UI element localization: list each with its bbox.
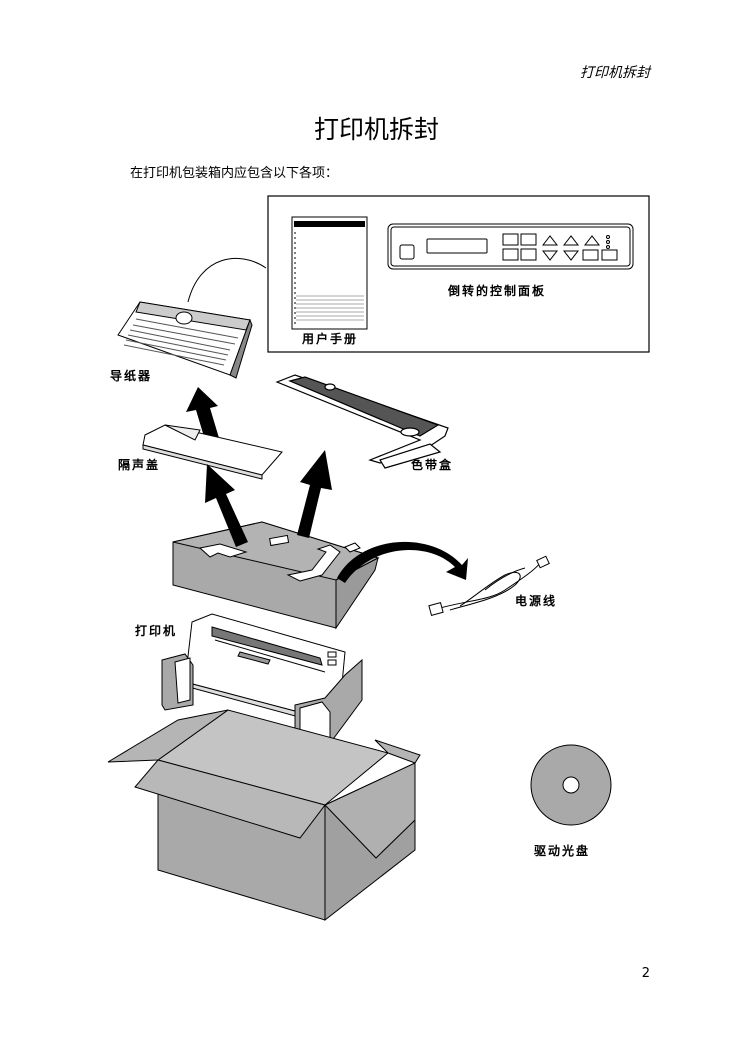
callout-curve xyxy=(187,257,267,303)
paper-guide-label: 导纸器 xyxy=(110,369,153,383)
arrow-to-noise-cover xyxy=(205,464,248,547)
packing-insert-illustration xyxy=(172,521,380,630)
control-panel-label: 倒转的控制面板 xyxy=(448,284,547,298)
power-cord-illustration xyxy=(428,555,550,616)
intro-text: 在打印机包装箱内应包含以下各项： xyxy=(130,166,339,181)
noise-cover-illustration xyxy=(142,424,283,480)
page-number: 2 xyxy=(641,966,650,981)
paper-guide-illustration xyxy=(117,301,253,379)
arrow-to-ribbon xyxy=(297,450,332,538)
power-cord-label: 电源线 xyxy=(515,594,558,608)
control-panel-illustration xyxy=(387,223,634,270)
ribbon-cassette-label: 色带盒 xyxy=(411,458,454,472)
user-manual-label: 用户手册 xyxy=(302,332,359,346)
driver-disc-label: 驱动光盘 xyxy=(534,844,591,858)
ribbon-cassette-illustration xyxy=(275,374,449,469)
printer-label: 打印机 xyxy=(135,624,178,638)
arrow-to-power-cord xyxy=(337,541,468,583)
page-title: 打印机拆封 xyxy=(313,115,439,144)
running-header: 打印机拆封 xyxy=(580,65,650,81)
arrow-to-paper-guide xyxy=(186,387,219,440)
carton-box-illustration xyxy=(107,709,421,922)
user-manual-illustration xyxy=(291,216,368,330)
driver-disc-illustration xyxy=(530,744,612,826)
accessory-inset-frame xyxy=(267,195,650,353)
noise-cover-label: 隔声盖 xyxy=(118,458,161,472)
